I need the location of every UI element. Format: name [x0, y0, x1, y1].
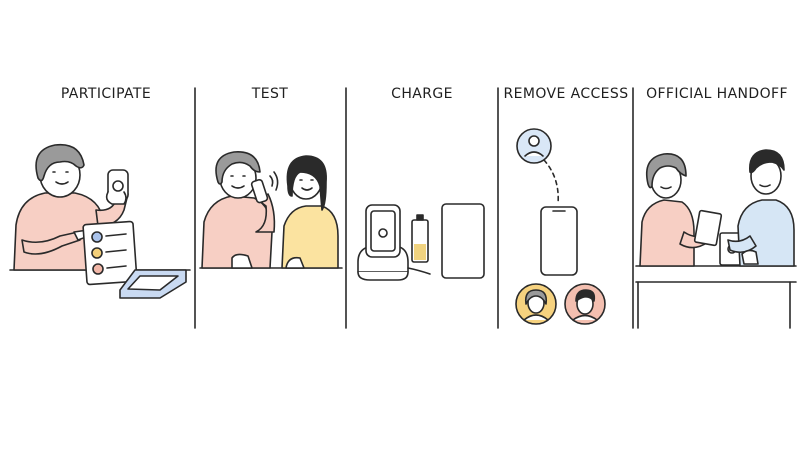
checklist-dot-yellow — [91, 247, 103, 259]
access-link-dashed — [543, 159, 560, 205]
woman-curly-hair — [35, 143, 85, 182]
tablet-icon — [441, 203, 485, 279]
battery-level — [414, 244, 426, 260]
handoff-woman-torso — [639, 199, 695, 267]
docked-phone-icon — [365, 204, 401, 258]
charge-scene — [357, 203, 485, 281]
phone-at-ear-icon — [250, 178, 269, 204]
remove-access-scene — [515, 128, 606, 325]
checklist-board — [82, 220, 138, 286]
panel-title-participate: PARTICIPATE — [60, 86, 152, 102]
panel-title-remove-access: REMOVE ACCESS — [503, 86, 629, 102]
handed-document-icon — [693, 209, 723, 247]
handoff-scene — [635, 149, 797, 329]
panel-title-charge: CHARGE — [391, 86, 453, 102]
panel-title-official-handoff: OFFICIAL HANDOFF — [646, 86, 788, 102]
checklist-dot-pink — [92, 263, 104, 275]
panel-title-test: TEST — [251, 86, 289, 102]
participate-scene — [9, 143, 191, 299]
test-scene — [199, 151, 343, 269]
checklist-dot-blue — [91, 231, 103, 243]
device-phone-icon — [540, 206, 578, 276]
charging-cable — [407, 267, 431, 275]
